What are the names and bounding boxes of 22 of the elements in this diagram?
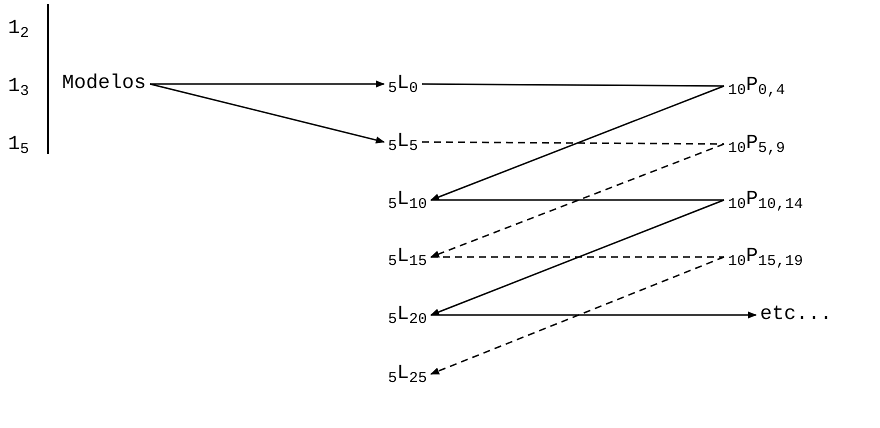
arrow [430,256,724,375]
node-text: $_{10}$P$_{5,9}$ [728,130,786,158]
arrow [431,311,757,319]
arrow [430,199,724,316]
node-text: $_{10}$P$_{10,14}$ [728,186,804,214]
node-text: $_{5}$L$_{15}$ [388,243,428,271]
index-label: 1$_{3}$ [8,74,30,102]
node-text: etc... [760,301,832,329]
index-label: 1$_{2}$ [8,16,30,44]
node-text: $_{5}$L$_{25}$ [388,360,428,388]
node-text: $_{10}$P$_{0,4}$ [728,72,786,100]
arrow [150,80,385,88]
arrow [430,143,724,258]
arrow [430,85,724,201]
node-text: $_{5}$L$_{0}$ [388,70,418,98]
node-text: $_{5}$L$_{5}$ [388,128,418,156]
arrow [150,83,385,144]
index-label: 1$_{5}$ [8,132,30,160]
node-text: $_{5}$L$_{10}$ [388,186,428,214]
node-text: $_{5}$L$_{20}$ [388,301,428,329]
node-text: $_{10}$P$_{15,19}$ [728,243,804,271]
node-text: Modelos [62,70,146,98]
